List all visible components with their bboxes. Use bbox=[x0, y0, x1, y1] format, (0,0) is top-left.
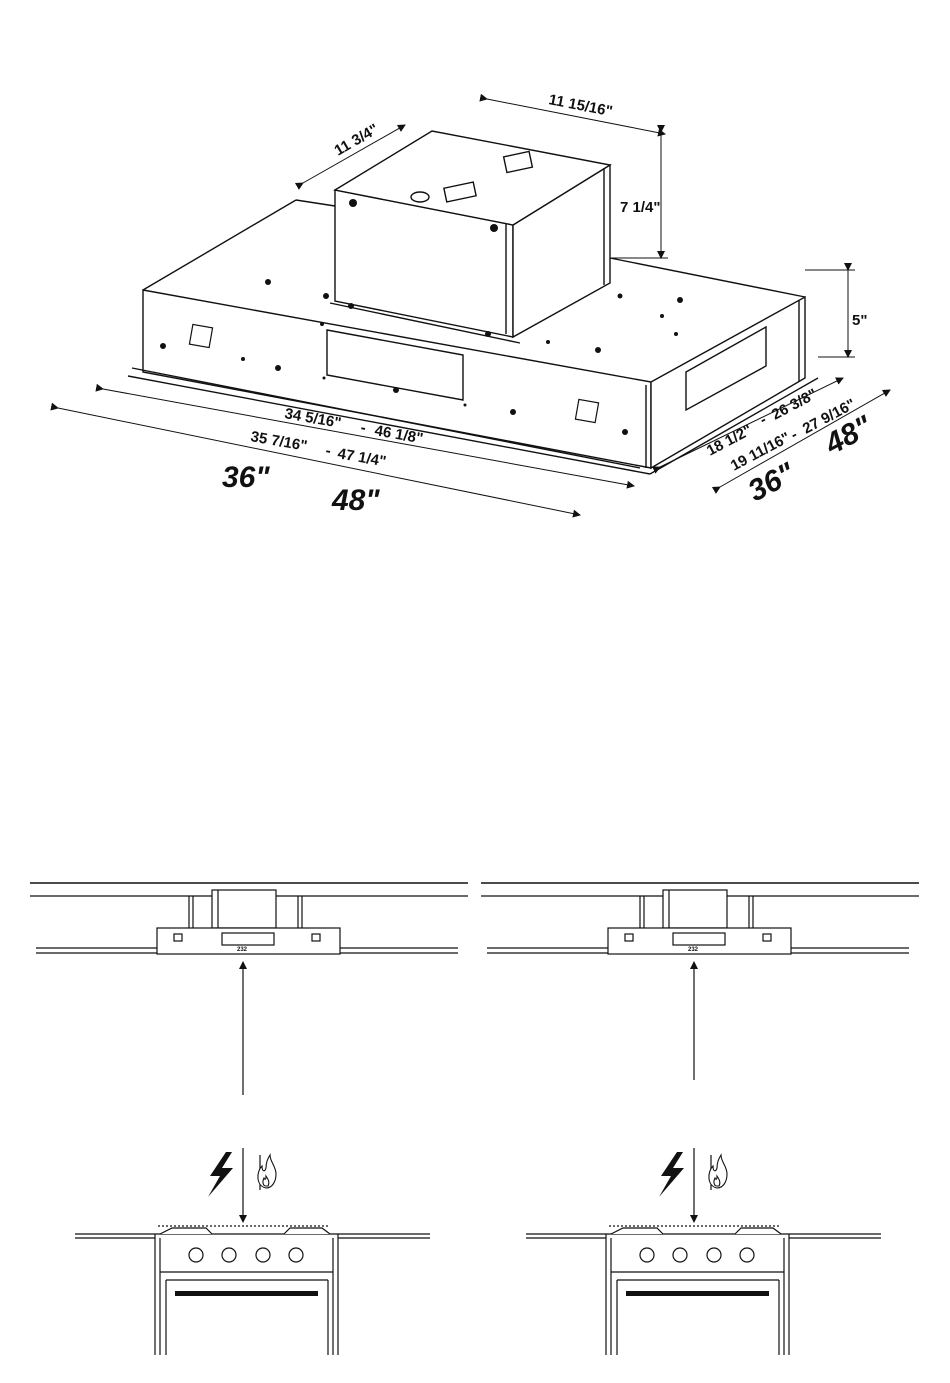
duct-box bbox=[330, 131, 610, 343]
dim-inner-width-max: 46 1/8" bbox=[373, 422, 424, 447]
dim-width-36: 36" bbox=[222, 461, 270, 494]
dim-inner-width-min: 34 5/16" bbox=[283, 405, 342, 432]
oven-handle-right bbox=[626, 1291, 769, 1296]
hood-label-left: 232 bbox=[237, 947, 248, 953]
dim-body-height: 5" bbox=[852, 312, 867, 329]
lightning-bolt-icon bbox=[659, 1152, 684, 1197]
hood-label-right: 232 bbox=[688, 947, 699, 953]
dim-width-48: 48" bbox=[331, 484, 380, 517]
lightning-bolt-icon bbox=[208, 1152, 233, 1197]
install-view-right bbox=[481, 883, 919, 1355]
flame-icon bbox=[258, 1155, 276, 1188]
oven-handle-left bbox=[175, 1291, 318, 1296]
dim-outer-width-sep: - bbox=[324, 442, 332, 460]
dim-inner-depth-sep: - bbox=[757, 411, 769, 428]
flame-icon bbox=[709, 1155, 727, 1188]
dim-duct-height: 7 1/4" bbox=[620, 199, 660, 216]
dim-outer-width-min: 35 7/16" bbox=[249, 428, 308, 455]
dim-duct-depth: 11 3/4" bbox=[332, 121, 382, 160]
iso-hood: 11 3/4" 11 15/16" 7 1/4" 5" 34 5/16" - 4… bbox=[58, 91, 890, 517]
dim-duct-width: 11 15/16" bbox=[547, 91, 614, 120]
install-view-left bbox=[30, 883, 468, 1355]
dim-inner-width-sep: - bbox=[359, 419, 367, 437]
